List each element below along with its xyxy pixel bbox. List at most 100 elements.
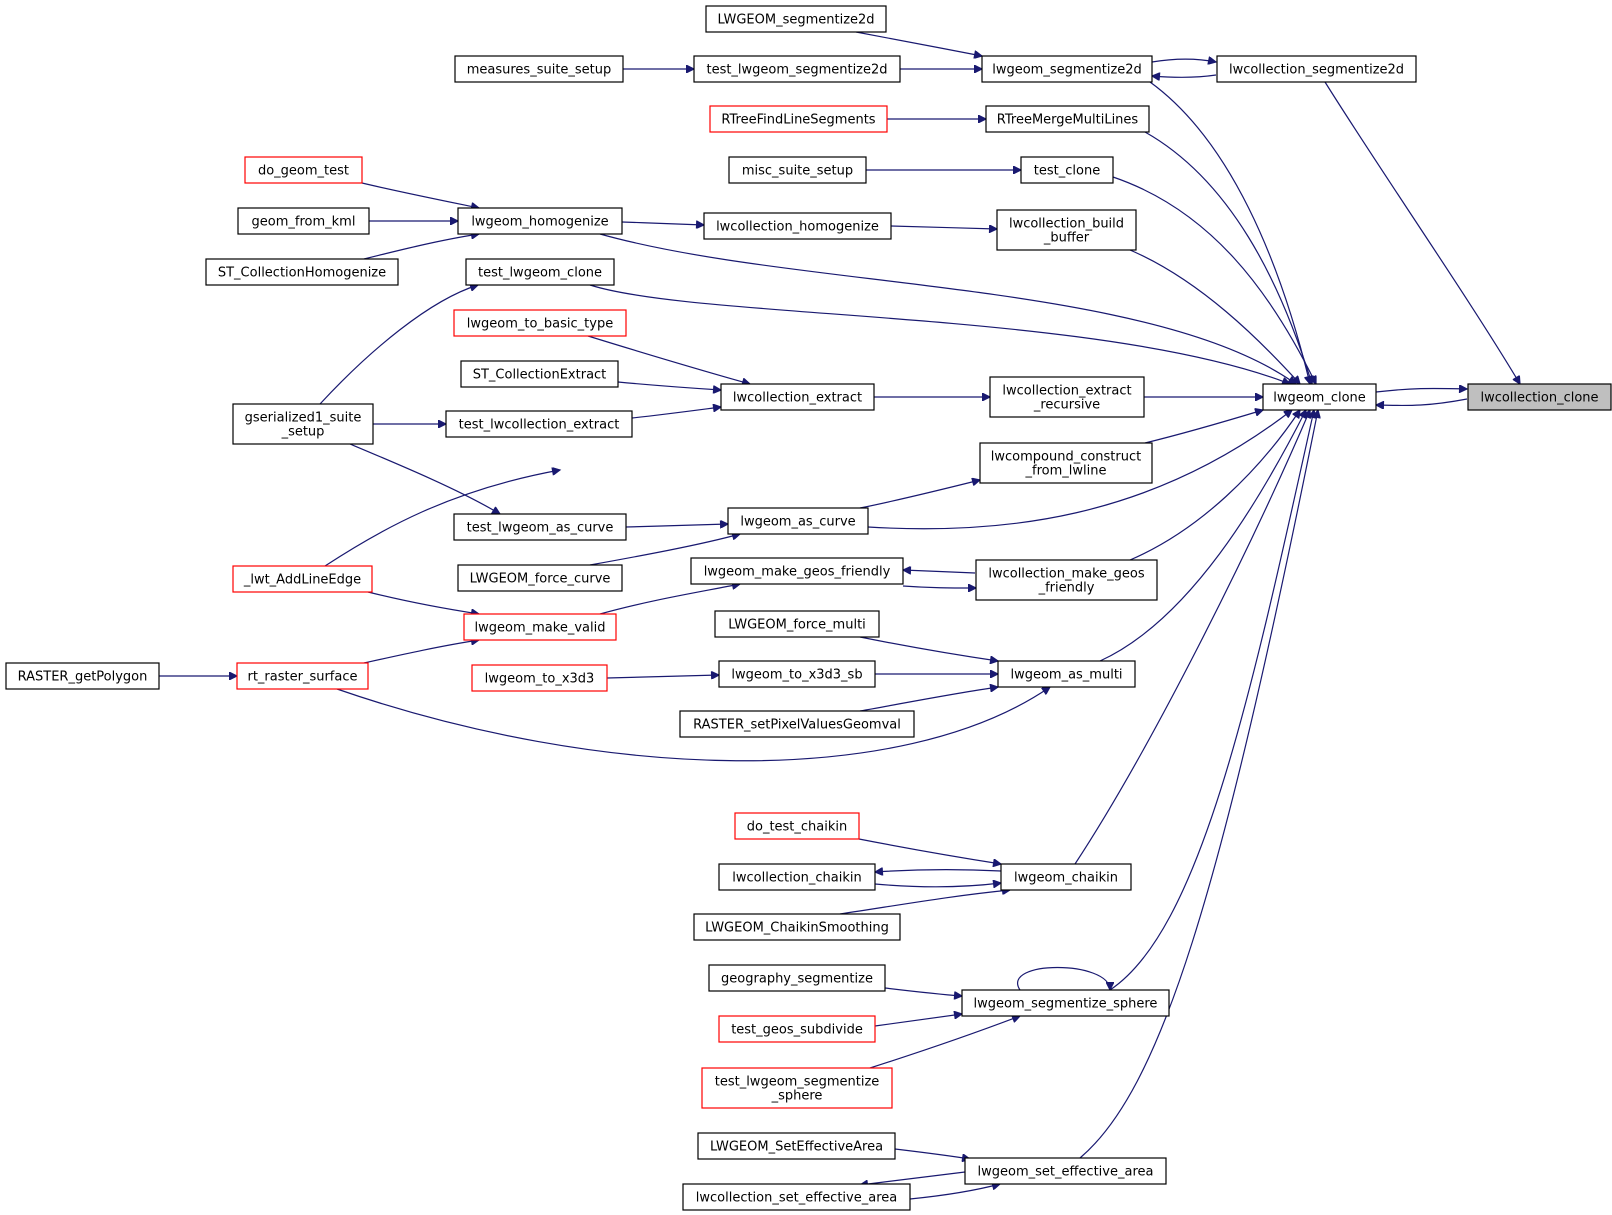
node-box <box>463 613 617 641</box>
edge-path <box>874 1014 962 1027</box>
node-gserialized1-suite-setup[interactable]: gserialized1_suite_setup <box>232 403 374 445</box>
edge-lwgeom_homogenize-to-lwgeom_clone <box>599 233 1296 384</box>
node-lwgeom-clone[interactable]: lwgeom_clone <box>1262 383 1377 411</box>
edge-path <box>1109 410 1314 991</box>
edge-test_lwgeom_clone-to-lwgeom_clone <box>589 284 1290 384</box>
node-lwcollection-build-buffer[interactable]: lwcollection_build_buffer <box>996 209 1137 251</box>
node-label: LWGEOM_segmentize2d <box>717 13 874 28</box>
node-test-lwgeom-as-curve[interactable]: test_lwgeom_as_curve <box>453 513 627 541</box>
node-label: test_lwgeom_segmentize <box>715 1075 880 1090</box>
node-lwgeom-make-valid[interactable]: lwgeom_make_valid <box>463 613 617 641</box>
node-lwcollection-extract[interactable]: lwcollection_extract <box>720 383 875 411</box>
node-layer: lwcollection_clone lwgeom_clone lwcollecti… <box>5 5 1612 1211</box>
edge-LWGEOM_SetEffectiveArea-to-lwgeom_set_effective_area <box>894 1148 970 1159</box>
node-lwgeom-segmentize2d[interactable]: LWGEOM_segmentize2d <box>705 5 887 33</box>
node-box <box>718 1015 876 1043</box>
node-box <box>989 376 1145 418</box>
node-box <box>205 258 399 286</box>
node-label: lwgeom_to_basic_type <box>467 317 613 332</box>
edge-path <box>839 890 1010 915</box>
node-label: lwgeom_chaikin <box>1014 871 1118 886</box>
node-lwgeom-segmentize2d[interactable]: lwgeom_segmentize2d <box>981 55 1153 83</box>
edge-lwgeom_chaikin-to-lwcollection_chaikin <box>875 870 1002 872</box>
edge-lwcompound_construct_from_lwline-to-lwgeom_clone <box>1144 410 1263 444</box>
node-lwgeom-as-curve[interactable]: lwgeom_as_curve <box>727 507 869 535</box>
node-lwcollection-set-effective-area[interactable]: lwcollection_set_effective_area <box>682 1183 911 1211</box>
node-label: ST_CollectionExtract <box>473 368 607 383</box>
node-box <box>693 55 901 83</box>
node-lwgeom-to-x3d3[interactable]: lwgeom_to_x3d3 <box>471 664 608 692</box>
node-label: lwcollection_set_effective_area <box>696 1191 897 1206</box>
node-lwgeom-set-effective-area[interactable]: lwgeom_set_effective_area <box>964 1157 1167 1185</box>
node-st-collectionextract[interactable]: ST_CollectionExtract <box>460 360 619 388</box>
node-rtreemergemultilines[interactable]: RTreeMergeMultiLines <box>985 105 1150 133</box>
node-label: lwcollection_make_geos <box>988 567 1145 582</box>
node-lwcollection-chaikin[interactable]: lwcollection_chaikin <box>718 863 876 891</box>
node-test-geos-subdivide[interactable]: test_geos_subdivide <box>718 1015 876 1043</box>
node-do-geom-test[interactable]: do_geom_test <box>244 156 363 184</box>
node-lwgeom-make-geos-friendly[interactable]: lwgeom_make_geos_friendly <box>690 557 904 585</box>
node-label: test_lwgeom_segmentize2d <box>706 63 887 78</box>
edge-path <box>1079 410 1318 1159</box>
node-lwgeom-seteffectivearea[interactable]: LWGEOM_SetEffectiveArea <box>697 1132 896 1160</box>
edge-path <box>1151 59 1216 62</box>
node-lwgeom-to-x3d3-sb[interactable]: lwgeom_to_x3d3_sb <box>718 660 876 688</box>
node-label: lwgeom_to_x3d3_sb <box>731 668 862 683</box>
node-lwgeom-to-basic-type[interactable]: lwgeom_to_basic_type <box>453 309 627 337</box>
node-lwgeom-chaikinsmoothing[interactable]: LWGEOM_ChaikinSmoothing <box>693 913 901 941</box>
node-box <box>709 105 888 133</box>
node-label: lwgeom_make_valid <box>475 621 606 636</box>
node-test-lwgeom-segmentize-sphere[interactable]: test_lwgeom_segmentize_sphere <box>701 1067 893 1109</box>
node-lwgeom-force-multi[interactable]: LWGEOM_force_multi <box>714 610 880 638</box>
node-box <box>961 989 1170 1017</box>
node-lwgeom-as-multi[interactable]: lwgeom_as_multi <box>997 660 1136 688</box>
node-measures-suite-setup[interactable]: measures_suite_setup <box>454 55 624 83</box>
node-geography-segmentize[interactable]: geography_segmentize <box>708 964 886 992</box>
node-label: lwgeom_make_geos_friendly <box>704 565 891 580</box>
node-box <box>682 1183 911 1211</box>
node-label: LWGEOM_force_curve <box>470 572 611 587</box>
node-lwgeom-force-curve[interactable]: LWGEOM_force_curve <box>457 564 623 592</box>
node-st-collectionhomogenize[interactable]: ST_CollectionHomogenize <box>205 258 399 286</box>
node-label: _buffer <box>1043 231 1090 246</box>
node-lwcollection-clone[interactable]: lwcollection_clone <box>1467 383 1612 411</box>
edge-path <box>625 524 728 527</box>
edge-path <box>858 838 1001 864</box>
edge-lwcollection_make_geos_friendly-to-lwgeom_clone <box>1129 410 1300 561</box>
node-test-lwgeom-clone[interactable]: test_lwgeom_clone <box>465 258 615 286</box>
node-label: geom_from_kml <box>252 215 356 230</box>
node-label: test_geos_subdivide <box>731 1023 863 1038</box>
node-label: lwcollection_chaikin <box>732 871 861 886</box>
node--lwt-addlineedge[interactable]: _lwt_AddLineEdge <box>232 565 373 593</box>
edge-lwgeom_set_effective_area-to-lwgeom_clone <box>1079 410 1318 1159</box>
edge-LWGEOM_force_multi-to-lwgeom_as_multi <box>859 636 998 661</box>
edge-path <box>859 687 998 712</box>
edge-lwcollection_make_geos_friendly-to-lwgeom_make_geos_friendly <box>903 570 976 573</box>
node-lwcollection-make-geos-friendly[interactable]: lwcollection_make_geos_friendly <box>975 559 1158 601</box>
node-lwgeom-segmentize-sphere[interactable]: lwgeom_segmentize_sphere <box>961 989 1170 1017</box>
node-lwgeom-homogenize[interactable]: lwgeom_homogenize <box>457 207 623 235</box>
node-box <box>244 156 363 184</box>
node-lwcollection-segmentize2d[interactable]: lwcollection_segmentize2d <box>1216 55 1417 83</box>
node-do-test-chaikin[interactable]: do_test_chaikin <box>734 812 860 840</box>
node-box <box>975 559 1158 601</box>
node-label: measures_suite_setup <box>467 63 612 78</box>
node-box <box>981 55 1153 83</box>
node-misc-suite-setup[interactable]: misc_suite_setup <box>728 156 867 184</box>
node-box <box>693 913 901 941</box>
edge-test_lwgeom_as_curve-to-lwgeom_as_curve <box>625 524 728 527</box>
edge-_lwt_AddLineEdge-to-lwcollection_extract <box>324 470 560 567</box>
edge-lwgeom_make_valid-to-lwgeom_make_geos_friendly <box>599 584 740 615</box>
node-raster-getpolygon[interactable]: RASTER_getPolygon <box>5 662 160 690</box>
node-test-lwgeom-segmentize2d[interactable]: test_lwgeom_segmentize2d <box>693 55 901 83</box>
node-rtreefindlinesegments[interactable]: RTreeFindLineSegments <box>709 105 888 133</box>
node-lwgeom-chaikin[interactable]: lwgeom_chaikin <box>1000 863 1132 891</box>
node-lwcollection-homogenize[interactable]: lwcollection_homogenize <box>703 212 892 240</box>
node-lwcollection-extract-recursive[interactable]: lwcollection_extract_recursive <box>989 376 1145 418</box>
node-rt-raster-surface[interactable]: rt_raster_surface <box>236 662 369 690</box>
node-geom-from-kml[interactable]: geom_from_kml <box>237 207 370 235</box>
node-raster-setpixelvaluesgeomval[interactable]: RASTER_setPixelValuesGeomval <box>679 710 915 738</box>
node-test-lwcollection-extract[interactable]: test_lwcollection_extract <box>445 410 633 438</box>
node-test-clone[interactable]: test_clone <box>1020 156 1114 184</box>
node-lwcompound-construct-from-lwline[interactable]: lwcompound_construct_from_lwline <box>979 442 1153 484</box>
